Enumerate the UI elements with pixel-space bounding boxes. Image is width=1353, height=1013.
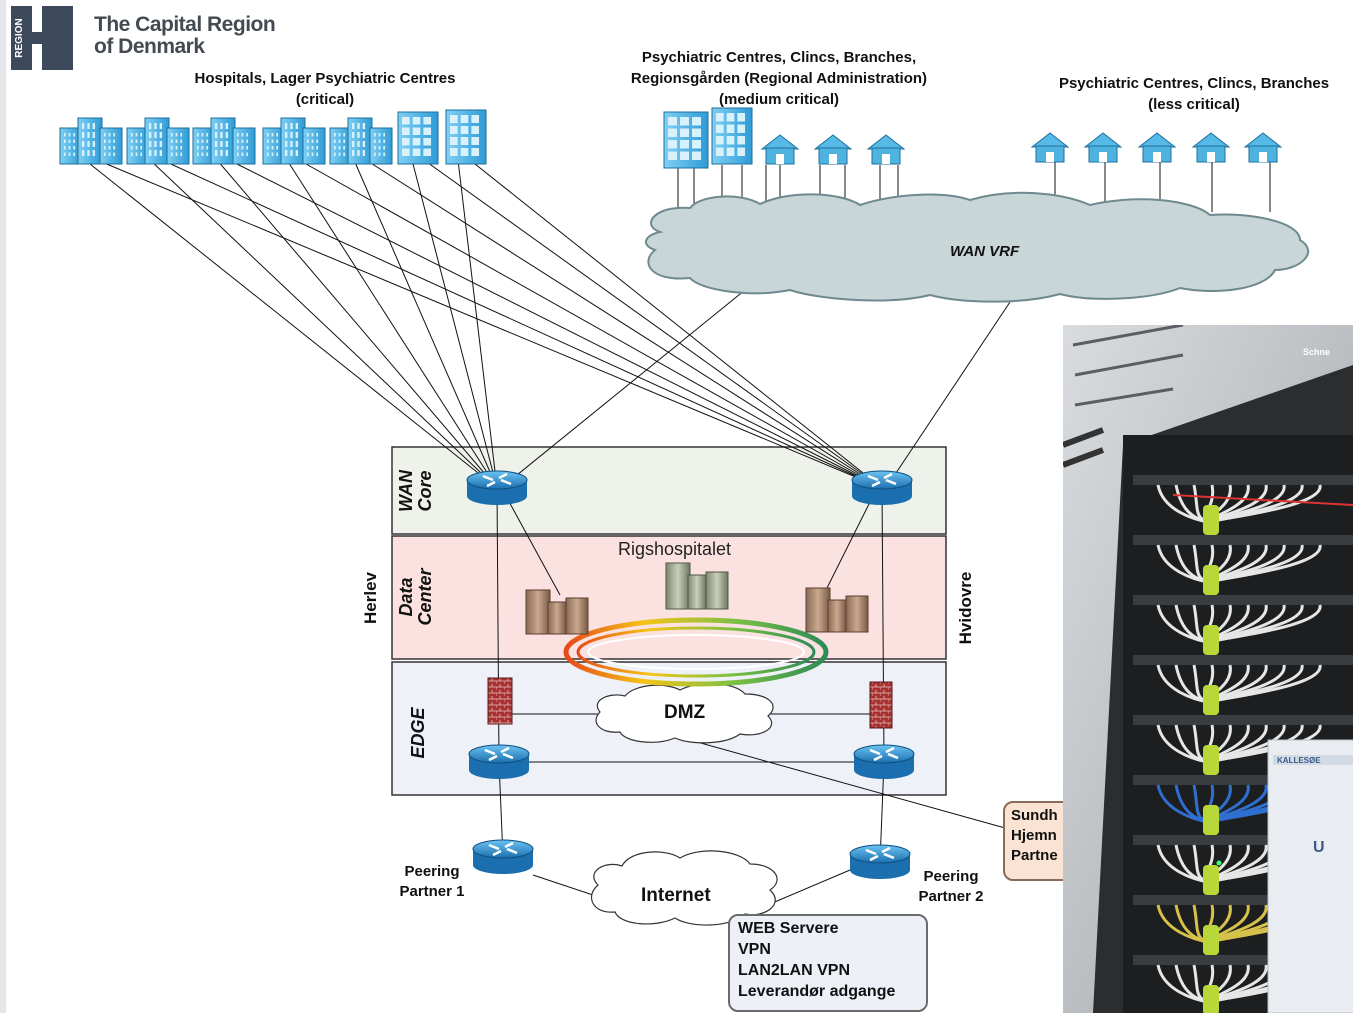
medium-building-1 xyxy=(663,111,709,169)
wan-core-router-herlev xyxy=(466,470,528,505)
service-lan2lan-vpn: LAN2LAN VPN xyxy=(738,962,851,979)
less-clinic-4 xyxy=(1191,132,1231,163)
rack-brand-text: Schne xyxy=(1303,347,1330,357)
peering-partner-1-line1: Peering xyxy=(404,863,460,880)
organization-name-line2: of Denmark xyxy=(94,35,205,58)
critical-hospital-3-b xyxy=(210,117,236,165)
critical-hospital-3-c xyxy=(232,127,256,165)
firewall-right xyxy=(869,681,893,729)
peering-partner-1-label: Peering Partner 1 xyxy=(390,862,474,902)
hvidovre-label: Hvidovre xyxy=(956,571,975,645)
partner-line1: Sundh xyxy=(1011,807,1058,824)
firewall-left xyxy=(487,677,513,725)
less-clinic-5 xyxy=(1243,132,1283,163)
less-group-label: Psychiatric Centres, Clincs, Branches (l… xyxy=(1030,73,1353,115)
less-clinic-2 xyxy=(1083,132,1123,163)
medium-building-2 xyxy=(711,107,753,165)
peering-partner-2-label: Peering Partner 2 xyxy=(908,867,994,907)
left-edge-strip xyxy=(0,0,6,1013)
critical-hospital-4-b xyxy=(280,117,306,165)
edge-label: EDGE xyxy=(408,707,428,759)
critical-hospital-7 xyxy=(445,109,487,165)
critical-hospital-1-a xyxy=(59,127,83,165)
critical-group-label: Hospitals, Lager Psychiatric Centres (cr… xyxy=(160,68,490,110)
medium-clinic-3 xyxy=(866,134,906,165)
medium-group-label: Psychiatric Centres, Clincs, Branches, R… xyxy=(598,47,960,110)
critical-hospital-6 xyxy=(397,111,439,165)
server-rack-photo-art: KALLESØE U Schne xyxy=(1063,325,1353,1013)
less-clinic-1 xyxy=(1030,132,1070,163)
peering-router-1 xyxy=(472,839,534,874)
critical-hospital-4-c xyxy=(302,127,326,165)
data-center-label: Data Center xyxy=(396,568,435,626)
svg-text:REGION: REGION xyxy=(14,18,25,57)
less-group-line1: Psychiatric Centres, Clincs, Branches xyxy=(1058,75,1330,92)
edge-router-hvidovre xyxy=(853,744,915,779)
wan-vrf-label: WAN VRF xyxy=(950,243,1020,260)
rack-label-letter: U xyxy=(1313,839,1325,856)
site-buildings xyxy=(59,107,1283,169)
organization-name: The Capital Region of Denmark xyxy=(94,13,276,58)
service-web-servere: WEB Servere xyxy=(738,920,839,937)
organization-name-line1: The Capital Region xyxy=(94,13,276,36)
dmz-cloud xyxy=(595,683,774,744)
critical-hospital-1-b xyxy=(77,117,103,165)
wan-core-router-hvidovre xyxy=(851,470,913,505)
wan-core-label: WAN Core xyxy=(396,470,435,512)
server-center xyxy=(665,562,729,610)
less-clinic-3 xyxy=(1137,132,1177,163)
peering-partner-1-line2: Partner 1 xyxy=(399,883,465,900)
critical-hospital-2-b xyxy=(144,117,170,165)
region-h-logo: REGION xyxy=(11,6,73,70)
rigshospitalet-label: Rigshospitalet xyxy=(618,539,732,559)
service-vpn: VPN xyxy=(738,941,771,958)
critical-hospital-5-c xyxy=(369,127,393,165)
medium-group-line1: Psychiatric Centres, Clincs, Branches, xyxy=(641,49,917,66)
partner-line3: Partne xyxy=(1011,847,1058,864)
internet-label: Internet xyxy=(641,885,711,906)
herlev-label: Herlev xyxy=(361,572,380,624)
less-group-line2: (less critical) xyxy=(1148,96,1240,113)
internet-services-callout: WEB Servere VPN LAN2LAN VPN Leverandør a… xyxy=(728,914,928,1012)
peering-partner-2-line1: Peering xyxy=(923,868,979,885)
internet-cloud xyxy=(591,850,778,926)
server-right xyxy=(805,587,869,633)
critical-hospital-3-a xyxy=(192,127,216,165)
server-rack-photo: KALLESØE U Schne xyxy=(1063,325,1353,1013)
medium-group-line2: Regionsgården (Regional Administration) xyxy=(630,70,928,87)
critical-group-line1: Hospitals, Lager Psychiatric Centres xyxy=(194,70,456,87)
peering-partner-2-line2: Partner 2 xyxy=(918,888,984,905)
critical-hospital-5-b xyxy=(347,117,373,165)
partner-line2: Hjemn xyxy=(1011,827,1057,844)
critical-group-line2: (critical) xyxy=(295,91,355,108)
service-leverandor-adgange: Leverandør adgange xyxy=(738,983,896,1000)
peering-router-2 xyxy=(849,844,911,879)
routers xyxy=(466,470,915,879)
rack-label-text: KALLESØE xyxy=(1277,756,1321,765)
data-center-ring xyxy=(563,617,829,687)
medium-clinic-1 xyxy=(760,134,800,165)
edge-router-herlev xyxy=(468,744,530,779)
critical-hospital-5-a xyxy=(329,127,353,165)
server-left xyxy=(525,589,589,635)
dmz-label: DMZ xyxy=(664,702,706,723)
medium-group-line3: (medium critical) xyxy=(718,91,840,108)
wan-vrf-cloud xyxy=(645,191,1309,303)
critical-hospital-2-a xyxy=(126,127,150,165)
link-lines xyxy=(84,159,1271,919)
medium-clinic-2 xyxy=(813,134,853,165)
critical-hospital-1-c xyxy=(99,127,123,165)
critical-hospital-2-c xyxy=(166,127,190,165)
